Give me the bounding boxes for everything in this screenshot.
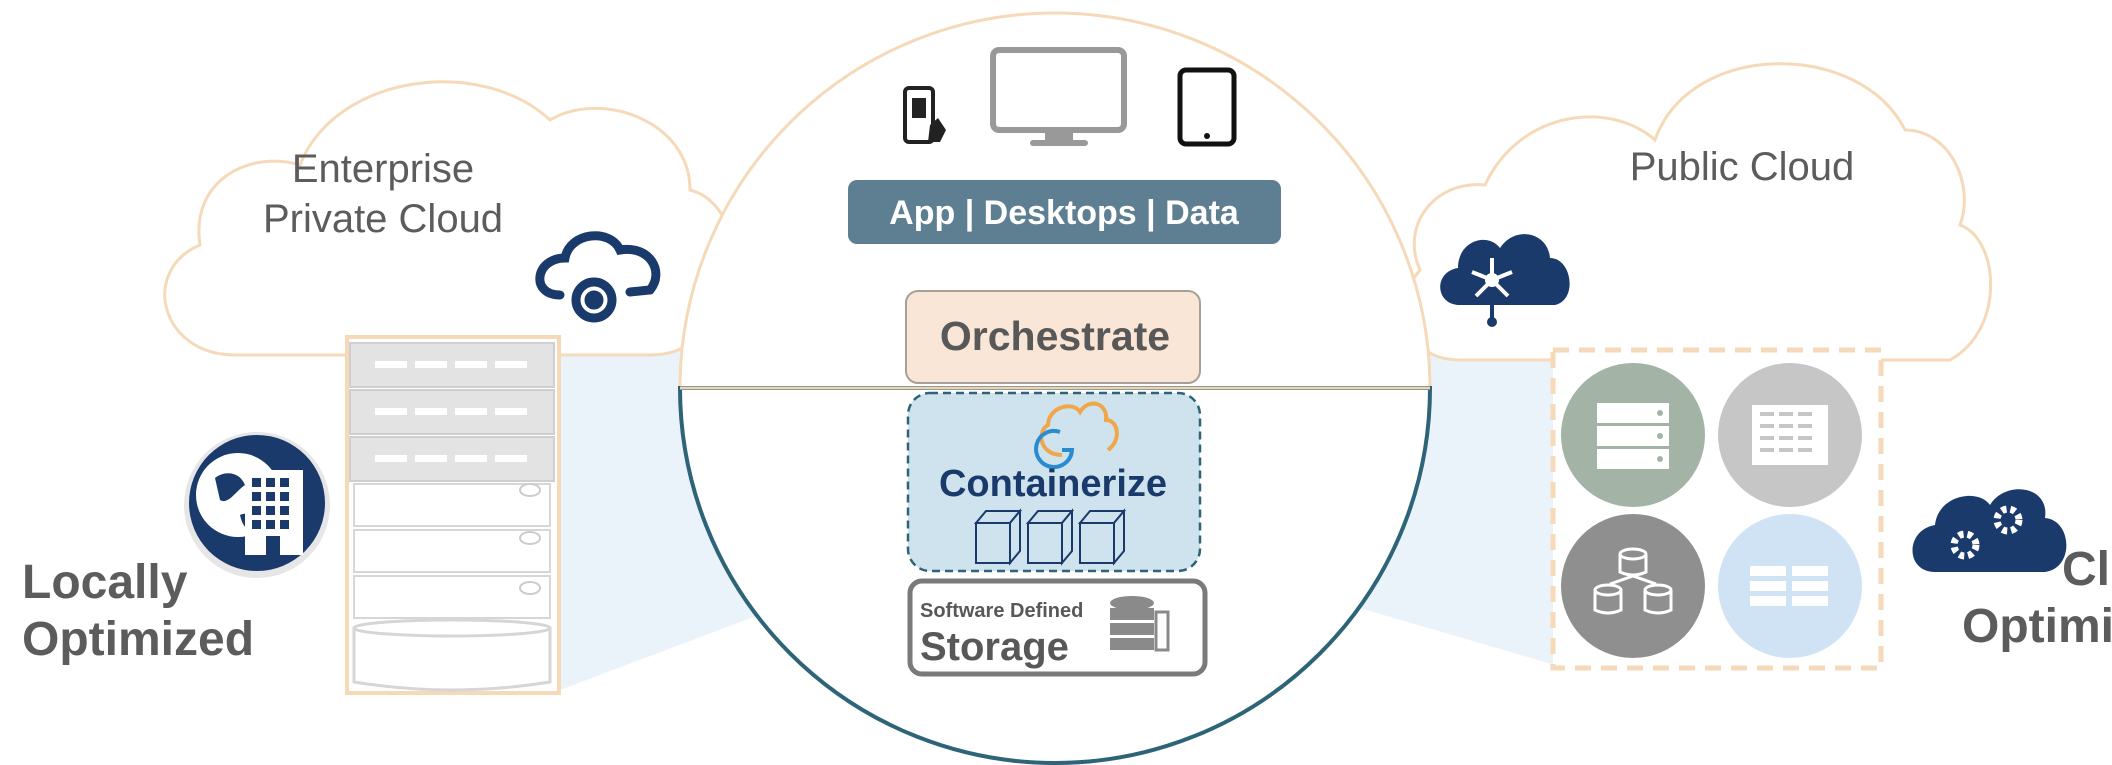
locally-label-line1: Locally (22, 556, 188, 609)
server-icon-green (1561, 363, 1705, 507)
tablet-icon (1177, 67, 1237, 147)
right-cloud-title: Public Cloud (1630, 145, 1855, 189)
storage-big-label: Storage (920, 625, 1069, 669)
left-cloud-title-line1: Enterprise (292, 147, 474, 191)
left-cloud-title-line2: Private Cloud (263, 197, 503, 241)
orchestrate-box (905, 290, 1201, 384)
database-cluster-icon (1561, 514, 1705, 658)
database-icon (1110, 596, 1170, 652)
orchestrate-label: Orchestrate (940, 313, 1170, 359)
server-icon-gray (1718, 363, 1862, 507)
server-icon-blue (1718, 514, 1862, 658)
monitor-icon (990, 47, 1127, 146)
center-circle-bottom (677, 386, 1433, 765)
cloud-gears-icon (1912, 489, 2067, 572)
public-cloud-network-icon (1440, 234, 1570, 327)
containers-icon (973, 508, 1127, 566)
cloud-logo-icon (1034, 401, 1119, 469)
app-desktops-data-banner (848, 180, 1281, 244)
cloud-optimized-label-line1: Cl (2062, 543, 2110, 596)
smartphone-icon (903, 86, 946, 144)
locally-label-line2: Optimized (22, 613, 254, 666)
storage-small-label: Software Defined (920, 600, 1083, 622)
globe-building-icon (184, 432, 330, 578)
containerize-label: Containerize (939, 463, 1167, 505)
private-cloud-icon (535, 231, 661, 323)
server-rack-icon (345, 335, 561, 695)
banner-label: App | Desktops | Data (889, 194, 1240, 232)
cloud-optimized-label-line2: Optimi (1962, 600, 2112, 653)
